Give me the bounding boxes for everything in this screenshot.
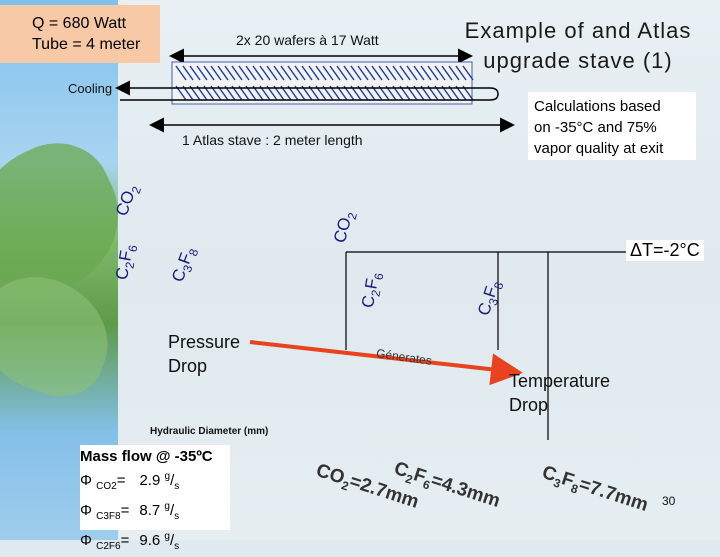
hatch-line — [301, 65, 313, 81]
hatch-line — [196, 65, 208, 81]
cooling-tube — [120, 87, 499, 101]
mass-flow-row: Φ C2F6=9.6 g/s — [80, 531, 180, 552]
heat-load-info-box: Q = 680 Watt Tube = 4 meter — [0, 5, 160, 63]
mass-flow-row: Φ CO2=2.9 g/s — [80, 471, 180, 492]
hatch-line — [462, 65, 474, 81]
hatch-line — [175, 65, 187, 81]
hatch-line — [210, 65, 222, 81]
hatch-line — [364, 65, 376, 81]
hatch-line — [378, 65, 390, 81]
hatch-line — [273, 65, 285, 81]
wafer-block — [171, 61, 473, 105]
hatch-line — [448, 65, 460, 81]
hatch-line — [434, 65, 446, 81]
hatch-line — [329, 65, 341, 81]
hatch-line — [308, 65, 320, 81]
delta-t-label: ΔT=-2°C — [626, 240, 704, 261]
mass-flow-box: Mass flow @ -35ºC Φ CO2=2.9 g/s Φ C3F8=8… — [80, 445, 230, 552]
title-line-2: upgrade stave (1) — [483, 48, 673, 73]
hatch-line — [315, 65, 327, 81]
hatch-line — [224, 65, 236, 81]
stave-diagram — [115, 48, 626, 440]
cooling-label: Cooling — [68, 81, 113, 96]
hatch-line — [294, 65, 306, 81]
tube-length-text: Tube = 4 meter — [32, 36, 141, 53]
hatch-line — [357, 65, 369, 81]
hatch-line — [371, 65, 383, 81]
heat-load-text: Q = 680 Watt — [32, 15, 127, 32]
calc-line-3: vapor quality at exit — [534, 140, 664, 157]
calculations-note: Calculations based on -35°C and 75% vapo… — [528, 92, 696, 160]
calc-line-2: on -35°C and 75% — [534, 119, 657, 136]
hydraulic-diameter-axis-label: Hydraulic Diameter (mm) — [150, 426, 269, 437]
pressure-drop-label: Pressure Drop — [168, 332, 241, 376]
hatch-line — [245, 65, 257, 81]
hatch-line — [287, 65, 299, 81]
hatch-line — [343, 65, 355, 81]
mass-flow-row: Φ C3F8=8.7 g/s — [80, 501, 180, 522]
hatch-line — [392, 65, 404, 81]
hatch-line — [350, 65, 362, 81]
slide-title: Example of and Atlas upgrade stave (1) — [448, 16, 708, 76]
hatch-line — [203, 65, 215, 81]
title-line-1: Example of and Atlas — [464, 18, 692, 43]
generates-arrow — [249, 340, 523, 386]
hatch-line — [336, 65, 348, 81]
hatch-line — [385, 65, 397, 81]
hatch-line — [420, 65, 432, 81]
hatch-line — [280, 65, 292, 81]
temperature-drop-label: Temperature Drop — [509, 371, 611, 415]
hatch-line — [266, 65, 278, 81]
hatch-line — [189, 65, 201, 81]
wafer-label: 2x 20 wafers à 17 Watt — [236, 32, 379, 48]
hatch-line — [413, 65, 425, 81]
hatch-line — [406, 65, 418, 81]
hatch-line — [322, 65, 334, 81]
mass-flow-title: Mass flow @ -35ºC — [80, 448, 213, 465]
hatch-line — [455, 65, 467, 81]
hatch-line — [427, 65, 439, 81]
hatch-line — [182, 65, 194, 81]
hatch-line — [217, 65, 229, 81]
hatch-line — [238, 65, 250, 81]
calc-line-1: Calculations based — [534, 98, 661, 115]
hatch-line — [259, 65, 271, 81]
hatch-line — [231, 65, 243, 81]
hatch-line — [399, 65, 411, 81]
stave-length-label: 1 Atlas stave : 2 meter length — [182, 132, 363, 148]
page-number: 30 — [662, 494, 676, 508]
hatch-line — [252, 65, 264, 81]
hatch-line — [441, 65, 453, 81]
